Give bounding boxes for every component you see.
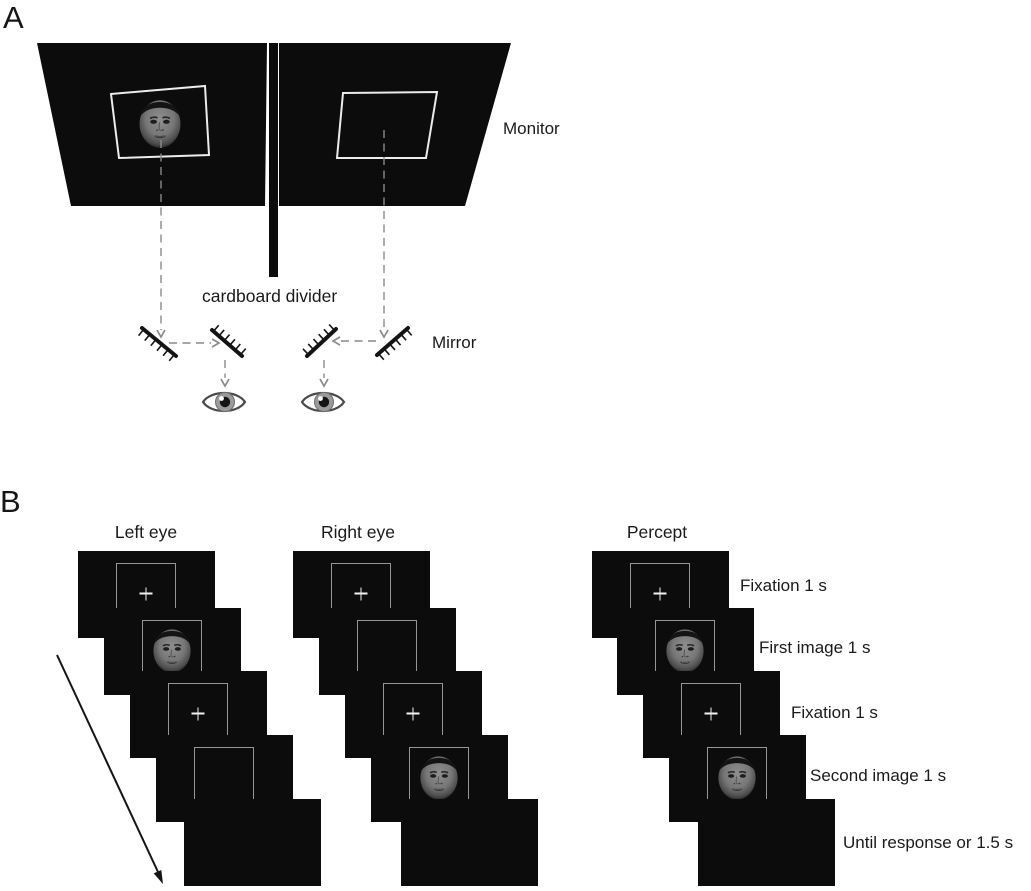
hatch-tick <box>389 343 396 351</box>
stimulus-box <box>383 683 443 744</box>
arrowhead-right-icon <box>211 338 221 348</box>
fixation-cross-icon <box>139 587 153 600</box>
fixation-cross-icon <box>406 707 420 720</box>
face-stimulus-image <box>139 100 181 148</box>
stimulus-box <box>655 620 715 681</box>
fixation-cross-icon <box>704 707 718 720</box>
hatch-tick <box>229 338 236 346</box>
cardboard-divider-bar <box>269 43 278 277</box>
face-stimulus-image <box>718 755 756 800</box>
hatch-tick <box>223 334 231 342</box>
face-stimulus <box>419 755 459 800</box>
stage-label: Second image 1 s <box>810 766 947 785</box>
face-stimulus-image <box>153 628 191 673</box>
light-path-arrows <box>156 130 389 388</box>
trial-frame-face <box>617 608 754 695</box>
arrowhead-down-icon <box>220 378 230 388</box>
hatch-tick <box>239 348 247 356</box>
hatch-tick <box>212 324 220 332</box>
mirror-label: Mirror <box>432 333 477 352</box>
hatch-tick <box>168 354 175 362</box>
face-stimulus-image <box>420 755 458 800</box>
column-header: Right eye <box>321 522 395 542</box>
hatch-tick <box>156 344 163 352</box>
right-stimulus-frame <box>335 90 439 159</box>
trial-frame-blank <box>401 799 538 886</box>
left-stimulus-frame <box>109 84 211 160</box>
arrowhead-left-icon <box>331 336 341 346</box>
stimulus-box <box>707 747 767 808</box>
mirror-outer-left-icon <box>140 326 178 358</box>
arrowhead-down-icon <box>379 329 389 339</box>
face-stimulus <box>152 628 192 673</box>
stimulus-box <box>194 747 254 808</box>
panel-b-label: B <box>0 484 21 519</box>
cardboard-divider-label: cardboard divider <box>202 286 338 306</box>
stimulus-box <box>681 683 741 744</box>
monitor-left-screen <box>37 43 267 206</box>
hatch-tick <box>312 338 320 346</box>
stimulus-box <box>357 620 417 681</box>
arrowheads <box>156 329 389 388</box>
stage-label: Fixation 1 s <box>740 576 827 595</box>
column-header: Percept <box>626 522 688 542</box>
face-stimulus <box>717 755 757 800</box>
hatch-tick <box>234 343 241 351</box>
mirror-inner-right-icon <box>305 327 338 358</box>
face-stimulus-image <box>666 628 704 673</box>
face-stimulus <box>665 628 705 673</box>
hatch-tick <box>162 349 169 357</box>
stage-label: First image 1 s <box>759 638 871 657</box>
hatch-tick <box>383 348 390 356</box>
hatch-tick <box>328 323 336 331</box>
hatch-tick <box>150 338 157 347</box>
hatch-tick <box>137 328 145 337</box>
mirror-icons <box>140 326 410 358</box>
stimulus-box <box>142 620 202 681</box>
panel-a-label: A <box>3 0 24 35</box>
hatch-tick <box>323 328 330 336</box>
stage-label: Fixation 1 s <box>791 703 878 722</box>
hatch-tick <box>377 353 385 361</box>
hatch-tick <box>218 329 225 337</box>
fixation-cross-icon <box>653 587 667 600</box>
left-eye-icon <box>201 391 247 413</box>
hatch-tick <box>307 343 315 351</box>
face-stimulus-image <box>139 100 181 148</box>
trial-frame-blank <box>698 799 835 886</box>
arrowhead-down-icon <box>156 329 166 339</box>
fixation-cross-icon <box>191 707 205 720</box>
fixation-cross-icon <box>354 587 368 600</box>
stage-label: Until response or 1.5 s <box>843 833 1014 852</box>
right-eye-icon <box>300 391 346 413</box>
mirror-inner-left-icon <box>210 328 244 358</box>
stereoscope-setup-diagram <box>37 43 511 413</box>
trial-frame-blank <box>184 799 321 886</box>
hatch-tick <box>405 328 413 336</box>
stimulus-box <box>409 747 469 808</box>
mirror-hatching <box>137 323 413 362</box>
hatch-tick <box>318 333 325 341</box>
hatch-tick <box>394 338 402 346</box>
arrowhead-down-icon <box>319 378 329 388</box>
hatch-tick <box>302 348 310 356</box>
hatch-tick <box>144 333 151 342</box>
time-arrow-head-icon <box>153 870 163 884</box>
monitor-label: Monitor <box>503 119 560 138</box>
column-header: Left eye <box>114 522 178 542</box>
monitor-right-screen <box>279 43 511 206</box>
hatch-tick <box>400 333 407 341</box>
mirror-outer-right-icon <box>375 326 410 357</box>
